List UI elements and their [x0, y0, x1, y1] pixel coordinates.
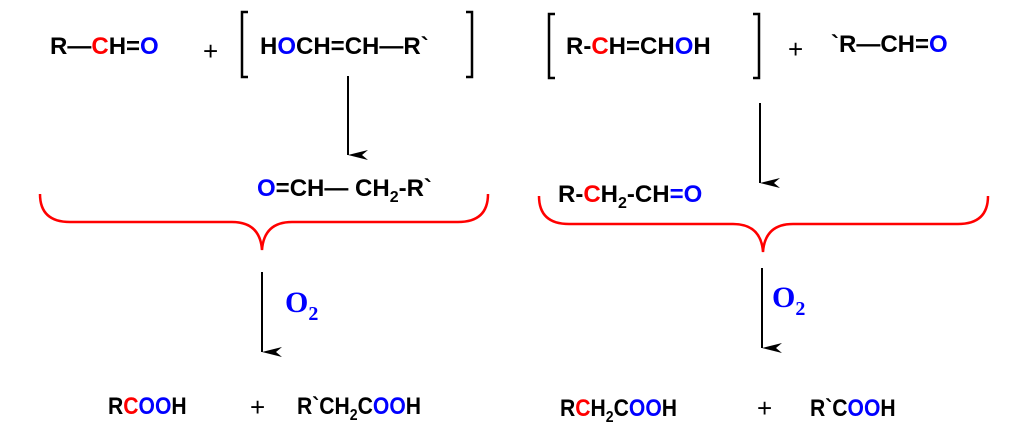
formula-segment: OO [847, 395, 881, 422]
formula-segment: OO [372, 393, 406, 420]
reagent-subscript: 2 [795, 298, 806, 320]
formula-segment: O [674, 33, 694, 60]
formula-segment: R [108, 393, 124, 420]
right-bracket-open [547, 12, 555, 80]
formula-segment: H [260, 33, 278, 60]
formula-left-product-2: R`CH2COOH [297, 393, 422, 424]
plus-sign: + [788, 34, 804, 64]
plus-sign: + [250, 392, 266, 422]
left-bracket-close [466, 10, 474, 79]
formula-segment: H [171, 393, 187, 420]
left-brace [38, 193, 490, 251]
reagent-o2-left: O2 [285, 286, 318, 325]
formula-segment: O [257, 175, 276, 202]
formula-segment: R`C [810, 395, 848, 422]
formula-right-intermediate: R-CH2-CH=O [558, 181, 703, 212]
formula-right-product-2: R`COOH [810, 397, 896, 421]
formula-segment: C [591, 33, 609, 60]
plus-sign: + [203, 36, 219, 66]
formula-segment: =CH— CH [275, 175, 390, 202]
formula-segment: OO [138, 393, 172, 420]
formula-segment: O [140, 33, 159, 60]
formula-segment: C [357, 393, 373, 420]
formula-subscript: 2 [618, 195, 627, 212]
formula-segment: H [590, 395, 606, 422]
formula-segment: =O [669, 181, 703, 208]
formula-segment: H [880, 395, 896, 422]
formula-right-product-1: RCH2COOH [560, 395, 678, 426]
reagent-o2-right: O2 [772, 281, 805, 320]
reagent-label: O [285, 286, 309, 319]
formula-segment: -CH [626, 181, 670, 208]
right-brace [537, 195, 990, 253]
formula-subscript: 2 [605, 409, 614, 426]
formula-segment: C [613, 395, 629, 422]
formula-segment: H=CH [608, 33, 675, 60]
formula-segment: R [560, 395, 576, 422]
formula-left-product-1: RCOOH [108, 395, 187, 419]
plus-sign: + [757, 393, 773, 423]
formula-left-enol: HOCH=CH—R` [260, 35, 429, 59]
formula-right-enol: R-CH=CHOH [566, 35, 711, 59]
formula-segment: R- [558, 181, 584, 208]
formula-segment: O [929, 31, 948, 58]
right-bracket-close [753, 12, 761, 80]
formula-segment: H= [108, 33, 141, 60]
formula-segment: C [91, 33, 109, 60]
left-bracket-open [240, 10, 248, 79]
formula-left-intermediate: O=CH— CH2-R` [257, 175, 432, 206]
formula-left-aldehyde: R—CH=O [50, 35, 159, 59]
formula-segment: C [123, 393, 139, 420]
formula-segment: OO [628, 395, 662, 422]
formula-segment: R— [50, 33, 92, 60]
formula-segment: H [405, 393, 422, 420]
formula-segment: `R—CH= [831, 31, 930, 58]
formula-segment: CH=CH—R` [296, 33, 429, 60]
formula-segment: C [583, 181, 601, 208]
reagent-label: O [772, 281, 796, 314]
formula-segment: H [661, 395, 678, 422]
formula-segment: C [575, 395, 591, 422]
formula-segment: R- [566, 33, 592, 60]
formula-segment: R`CH [297, 393, 350, 420]
formula-right-aldehyde: `R—CH=O [831, 33, 948, 57]
formula-subscript: 2 [349, 407, 358, 424]
formula-subscript: 2 [389, 189, 399, 206]
formula-segment: H [693, 33, 711, 60]
formula-segment: -R` [398, 175, 432, 202]
reagent-subscript: 2 [308, 303, 319, 325]
formula-segment: H [600, 181, 619, 208]
formula-segment: O [277, 33, 297, 60]
